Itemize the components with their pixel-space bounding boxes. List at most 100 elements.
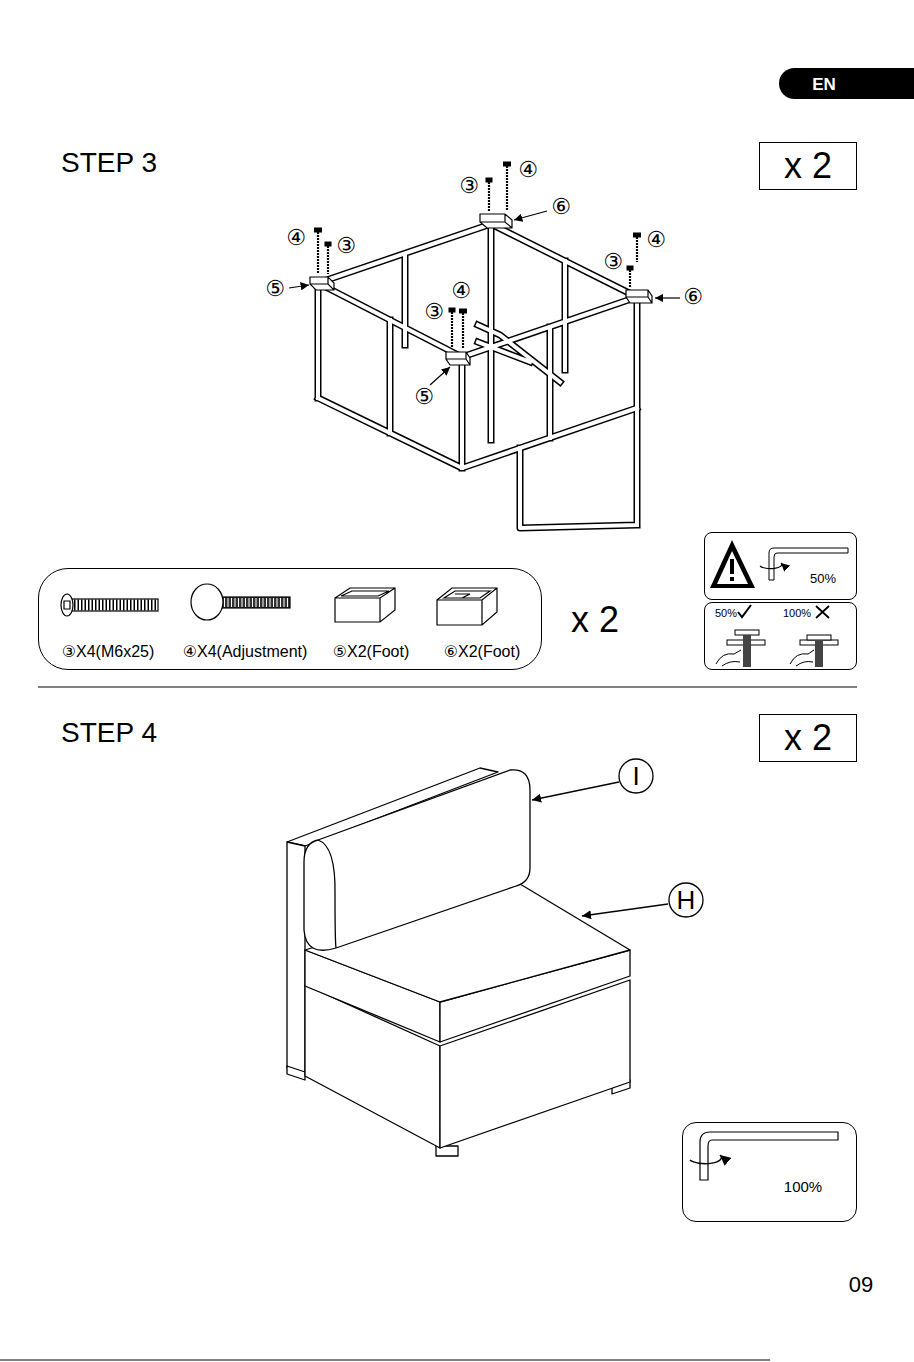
callout-number: ⑥: [550, 196, 572, 218]
hand: [790, 650, 814, 666]
circle-shape: [619, 759, 653, 793]
knob-shaft: [222, 597, 290, 608]
node-text: ③X4(M6x25): [62, 644, 155, 660]
screw: [317, 232, 319, 274]
warning-panel: 50%: [704, 532, 857, 600]
callout-number: ④: [450, 280, 472, 302]
screws: [315, 162, 641, 348]
screw-head: [486, 178, 492, 182]
screw: [629, 270, 631, 288]
leader-line: [514, 211, 547, 220]
corner-foot: [626, 290, 652, 303]
step-heading: STEP 4: [60, 719, 158, 747]
callout-circle: H: [668, 882, 704, 918]
sofa-side-edge: [287, 842, 305, 1076]
bolt-shaft: [743, 635, 751, 667]
node-text: I: [632, 763, 639, 789]
screw: [506, 166, 508, 210]
step-heading: STEP 3: [60, 149, 158, 177]
callout-number: ⑤: [413, 386, 435, 408]
screw-head: [460, 309, 467, 313]
bolt-head: [807, 635, 831, 640]
sofa-foot: [287, 1066, 305, 1080]
warning-mark: [730, 577, 734, 581]
screw-head: [315, 228, 322, 232]
parts-panel: ③X4(M6x25)④X4(Adjustment)⑤X2(Foot)⑥X2(Fo…: [38, 568, 542, 670]
sofa-illustration: [287, 768, 668, 1156]
corner-foot: [480, 214, 512, 228]
callout-number: ④: [285, 227, 307, 249]
leader-line: [289, 285, 309, 288]
node-text: 50%: [715, 608, 737, 619]
tool-panel: 100%: [682, 1122, 857, 1222]
cross-mark: [816, 606, 829, 618]
frame-illustration: [318, 224, 637, 528]
hex-key: [769, 548, 848, 580]
page-number: 09: [848, 1274, 874, 1296]
callout-number: ③: [423, 301, 445, 323]
foot-parts: [310, 214, 652, 365]
torque-panel: 50% 100%: [704, 602, 857, 670]
warning-drawings: [710, 540, 848, 667]
callout-number: ⑤: [264, 278, 286, 300]
screw-head: [449, 308, 455, 312]
callout-number: ④: [645, 229, 667, 251]
screw-head: [504, 162, 511, 166]
parts-drawings: [61, 584, 497, 625]
quantity-box: x 2: [759, 142, 857, 190]
circle-shape: [669, 883, 703, 917]
leader-line: [655, 297, 680, 298]
knob-thread: [224, 598, 289, 607]
node-text: EN: [812, 76, 836, 93]
frame-tube-fill: [318, 224, 637, 528]
leader-line: [582, 904, 668, 916]
back-cushion: [304, 770, 530, 950]
leader-line: [430, 367, 450, 385]
bolt-shaft: [815, 640, 823, 667]
separator-line: [38, 687, 857, 688]
tool-drawing: [690, 1132, 838, 1180]
foot-block: [335, 588, 395, 622]
screw: [462, 313, 464, 348]
rotation-arrow: [760, 563, 782, 569]
separator-line: [0, 1360, 770, 1361]
callout-number: ④: [517, 159, 539, 181]
back-cushion-seam: [318, 840, 336, 948]
node-text: 50%: [810, 572, 836, 585]
bolt-thread: [74, 600, 157, 611]
callout-number: ③: [602, 251, 624, 273]
node-text: H: [677, 887, 696, 913]
corner-foot: [437, 588, 497, 625]
warning-triangle-inner: [717, 551, 748, 584]
callout-number: ③: [458, 175, 480, 197]
screw: [488, 182, 490, 212]
frame-tube-outline: [318, 224, 637, 528]
foot-block: [310, 277, 334, 290]
screw: [451, 312, 453, 348]
warning-triangle: [710, 540, 755, 588]
bolt-head: [735, 630, 759, 635]
bolt-shaft: [72, 599, 158, 611]
quantity-box: x 2: [759, 714, 857, 762]
callout-circle: I: [618, 758, 654, 794]
rotation-arrow: [690, 1155, 721, 1164]
check-mark: [738, 605, 751, 617]
callout-number: ⑥: [682, 286, 704, 308]
screw-head: [325, 242, 331, 246]
screw: [327, 246, 329, 274]
node-text: ④X4(Adjustment): [183, 644, 308, 660]
node-text: 100%: [783, 608, 811, 619]
bolt-head: [61, 594, 73, 616]
callout-number: ③: [335, 235, 357, 257]
quantity-label: x 2: [570, 602, 620, 638]
node-text: 100%: [784, 1179, 822, 1194]
node-text: ⑤X2(Foot): [333, 644, 410, 660]
leader-lines: [289, 211, 680, 385]
node-text: x 2: [784, 148, 832, 184]
leader-line: [532, 782, 619, 800]
screw: [636, 237, 638, 262]
language-tab: EN: [779, 68, 914, 99]
hand: [716, 650, 741, 666]
